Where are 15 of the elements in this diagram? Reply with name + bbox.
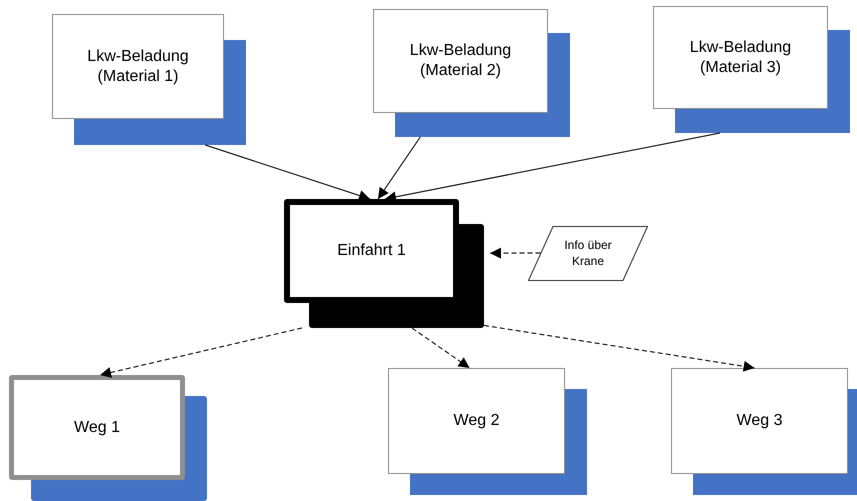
arrow <box>412 328 470 368</box>
node-label: Lkw-Beladung (Material 3) <box>688 38 792 78</box>
arrow <box>484 324 756 372</box>
node-label: Einfahrt 1 <box>337 241 406 261</box>
node-label: Weg 3 <box>736 411 782 431</box>
data-parallelogram <box>528 226 648 281</box>
node-label: Info über Krane <box>563 236 613 270</box>
arrow <box>490 248 541 259</box>
node-label: Lkw-Beladung (Material 2) <box>408 41 512 81</box>
node-label: Weg 1 <box>74 418 120 438</box>
arrow <box>204 144 370 201</box>
arrow <box>100 328 302 378</box>
arrow <box>378 136 421 200</box>
node-label: Lkw-Beladung (Material 1) <box>86 46 190 86</box>
node-label: Weg 2 <box>454 411 500 431</box>
